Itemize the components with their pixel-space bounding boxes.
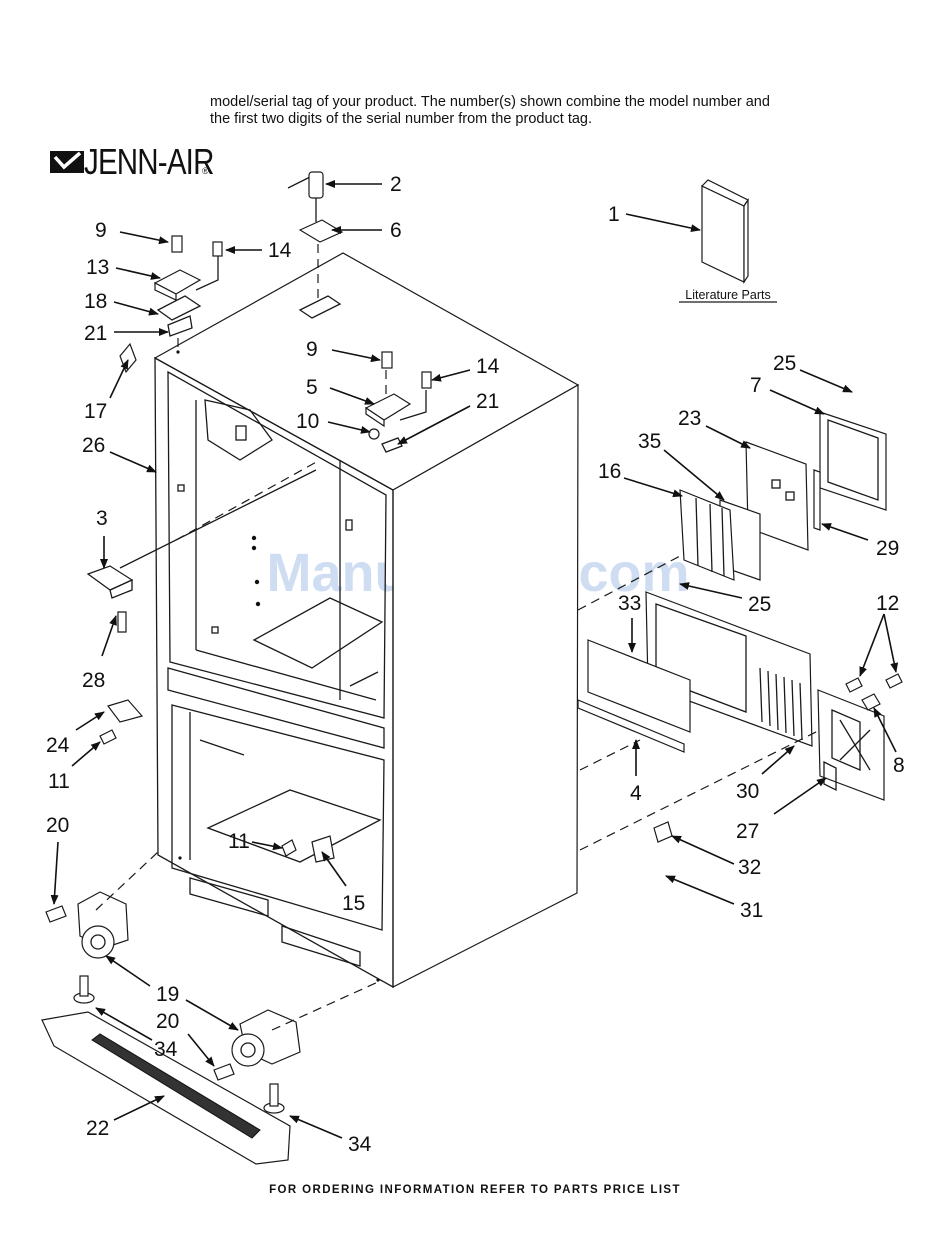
callout-28: 28 [82, 669, 105, 692]
callout-25-top: 25 [773, 352, 796, 375]
callout-33: 33 [618, 592, 641, 615]
callout-26: 26 [82, 434, 105, 457]
part-door-stop-clip [119, 342, 137, 374]
callout-2: 2 [390, 173, 402, 196]
part-upper-left-hinge [153, 235, 223, 350]
part-seal-strip-29 [813, 469, 821, 531]
callout-5: 5 [306, 376, 318, 399]
part-screw-20-left [45, 905, 67, 923]
callout-15: 15 [342, 892, 365, 915]
part-control-cover-7 [819, 411, 887, 511]
callout-14-center: 14 [476, 355, 500, 378]
part-bracket-24 [107, 699, 144, 723]
callout-24: 24 [46, 734, 70, 757]
callout-1: 1 [608, 203, 620, 226]
callout-22: 22 [86, 1117, 109, 1140]
literature-parts-label: Literature Parts [685, 288, 770, 302]
part-filter-panel-33 [587, 639, 691, 733]
footer-ordering-note: FOR ORDERING INFORMATION REFER TO PARTS … [269, 1184, 681, 1196]
part-water-tube-fitting [287, 171, 324, 222]
callout-31: 31 [740, 899, 763, 922]
part-bracket-3 [86, 469, 317, 599]
callout-20-right: 20 [156, 1010, 179, 1033]
part-tube-clip-32 [653, 821, 673, 843]
callout-34-left: 34 [154, 1038, 178, 1061]
callout-11-lower: 11 [228, 830, 250, 853]
callout-10: 10 [296, 410, 319, 433]
part-rear-panel-30 [645, 591, 813, 747]
part-leveler-34-right [263, 1083, 285, 1114]
callout-9: 9 [95, 219, 107, 242]
callout-19: 19 [156, 983, 179, 1006]
callout-3: 3 [96, 507, 108, 530]
callout-25-mid: 25 [748, 593, 771, 616]
part-bracket-15 [311, 835, 335, 863]
brand-name: JENN-AIR [84, 141, 214, 182]
callout-17: 17 [84, 400, 107, 423]
part-clip-8 [861, 693, 881, 711]
callout-18: 18 [84, 290, 107, 313]
callout-11-left: 11 [48, 770, 70, 793]
callout-21-center: 21 [476, 390, 499, 413]
part-control-housing-16 [679, 489, 735, 581]
callout-14: 14 [268, 239, 292, 262]
callout-20-left: 20 [46, 814, 69, 837]
part-screw-11-left [99, 729, 117, 745]
callout-6: 6 [390, 219, 402, 242]
callout-12: 12 [876, 592, 899, 615]
intro-text: model/serial tag of your product. The nu… [210, 94, 770, 127]
assembly-dash-lines [95, 459, 821, 1031]
part-screw-20-right [213, 1063, 235, 1081]
callout-13: 13 [86, 256, 109, 279]
callout-23: 23 [678, 407, 701, 430]
part-control-board-23 [745, 441, 809, 551]
brand-registered-mark: ® [202, 166, 209, 176]
callout-arrows [50, 180, 899, 1139]
callout-34-right: 34 [348, 1133, 372, 1156]
callout-4: 4 [630, 782, 642, 805]
callout-21: 21 [84, 322, 107, 345]
part-center-hinge [364, 351, 432, 453]
callout-32: 32 [738, 856, 761, 879]
brand-logo: JENN-AIR ® [50, 141, 214, 182]
part-kick-plate-22 [41, 1011, 291, 1165]
part-strip-4 [577, 699, 685, 753]
part-side-bracket-27 [817, 689, 885, 801]
callout-7: 7 [750, 374, 762, 397]
part-screw-28 [117, 611, 127, 633]
brand-swoosh-icon [50, 151, 84, 173]
callout-30: 30 [736, 780, 759, 803]
part-leveler-34-left [73, 975, 95, 1004]
callout-27: 27 [736, 820, 759, 843]
callout-16: 16 [598, 460, 621, 483]
callout-9-center: 9 [306, 338, 318, 361]
refrigerator-cabinet [153, 252, 580, 989]
callout-8: 8 [893, 754, 905, 777]
part-screw-11-lower [281, 839, 297, 857]
callout-35: 35 [638, 430, 661, 453]
part-roller-left-19 [77, 891, 129, 959]
callout-labels: 2 6 9 14 13 18 21 17 26 1 9 14 5 10 21 2… [46, 173, 905, 1156]
part-top-cover-plate [298, 219, 344, 243]
callout-29: 29 [876, 537, 899, 560]
part-roller-right-19 [231, 1009, 301, 1067]
part-screws-12 [845, 673, 903, 693]
part-literature-book [700, 179, 749, 284]
